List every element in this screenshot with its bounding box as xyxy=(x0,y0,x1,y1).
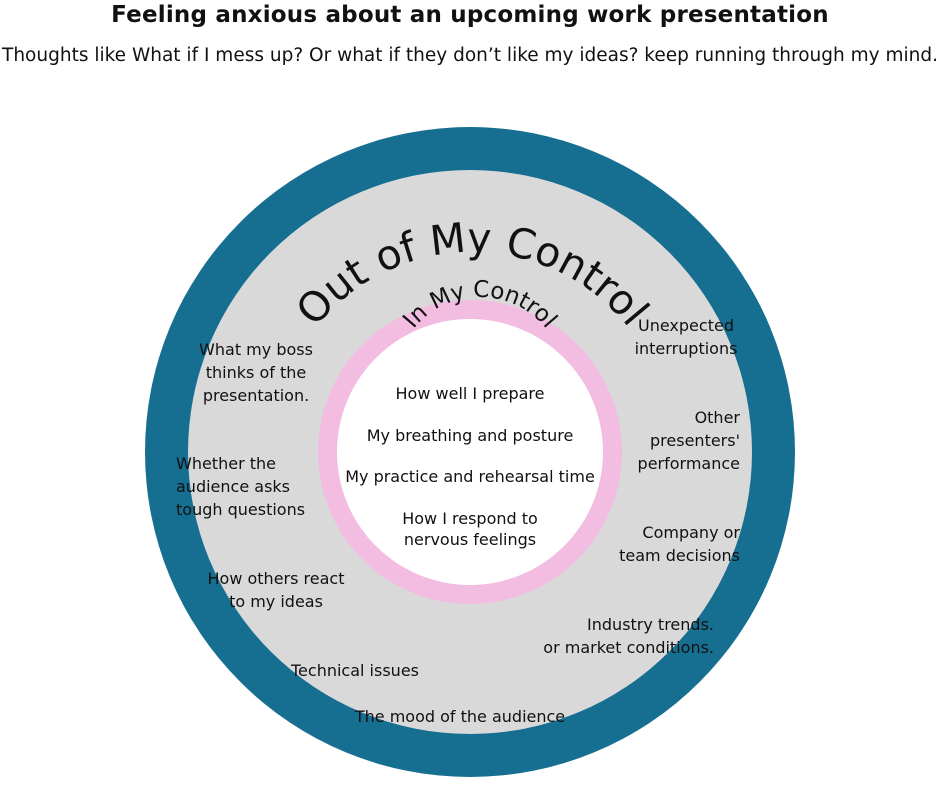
page-subtitle: Thoughts like What if I mess up? Or what… xyxy=(2,45,938,66)
outer-item-boss-opinion: What my boss thinks of the presentation. xyxy=(199,340,313,405)
inner-item-breathing: My breathing and posture xyxy=(366,426,574,445)
inner-item-prepare: How well I prepare xyxy=(395,384,545,403)
inner-item-practice: My practice and rehearsal time xyxy=(345,467,595,486)
outer-item-company-decisions: Company or team decisions xyxy=(619,523,740,565)
outer-item-technical-issues: Technical issues xyxy=(291,661,419,680)
page-title: Feeling anxious about an upcoming work p… xyxy=(111,2,829,28)
outer-item-industry-trends: Industry trends. or market conditions. xyxy=(543,615,714,657)
outer-item-audience-mood: The mood of the audience xyxy=(354,707,566,726)
inner-area xyxy=(337,319,603,585)
outer-item-other-presenters: Other presenters' performance xyxy=(637,408,740,473)
outer-item-audience-questions: Whether the audience asks tough question… xyxy=(176,454,306,519)
outer-item-interruptions: Unexpected interruptions xyxy=(634,316,738,358)
outer-item-others-react: How others react to my ideas xyxy=(207,569,345,611)
inner-item-respond: How I respond to nervous feelings xyxy=(402,509,538,549)
